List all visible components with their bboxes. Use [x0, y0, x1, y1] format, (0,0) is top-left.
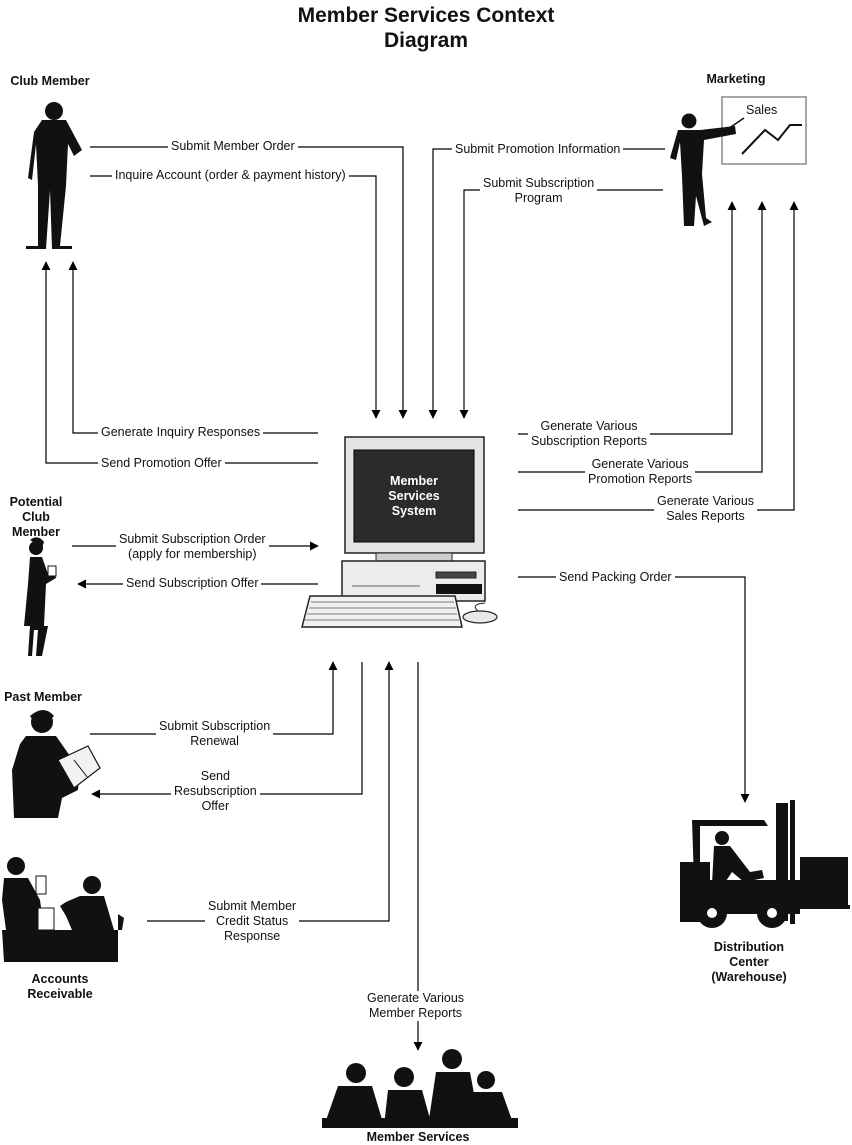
system-label-line-3: System — [391, 504, 437, 518]
flow-label-send-resubscription-offer: Send Resubscription Offer — [171, 769, 260, 814]
flow-label-generate-subscription-reports: Generate Various Subscription Reports — [528, 419, 651, 449]
flow-label-generate-subscription-reports-line-1: Generate Various — [540, 419, 638, 433]
diagram-title-line-1: Member Services Context — [297, 4, 555, 27]
flow-label-send-packing-order: Send Packing Order — [556, 570, 675, 585]
flow-label-submit-subscription-order-line-2: (apply for membership) — [128, 547, 257, 561]
flow-line-promotion-offer — [41, 261, 318, 464]
flow-label-generate-member-reports-line-2: Member Reports — [368, 1006, 463, 1020]
potential-club-member-label-line-2: Member — [12, 525, 60, 539]
flow-label-submit-subscription-renewal: Submit Subscription Renewal — [156, 719, 274, 749]
flow-line-packing-order — [518, 576, 750, 803]
distribution-center-label-line-2: Center — [729, 955, 769, 969]
flow-label-generate-inquiry-responses: Generate Inquiry Responses — [98, 425, 264, 440]
distribution-center-label-line-1: Distribution — [713, 940, 785, 954]
flow-label-submit-credit-status-line-2: Credit Status — [215, 914, 289, 928]
flow-line-subscription-reports — [518, 201, 737, 435]
potential-club-member-label: Potential Club Member — [0, 495, 72, 540]
flow-label-submit-credit-status-line-3: Response — [223, 929, 281, 943]
marketing-label: Marketing — [706, 72, 766, 86]
flow-label-generate-sales-reports-line-2: Sales Reports — [666, 509, 745, 523]
past-member-label: Past Member — [4, 690, 82, 704]
flow-label-inquire-account: Inquire Account (order & payment history… — [112, 168, 349, 183]
flow-label-submit-member-order: Submit Member Order — [168, 139, 298, 154]
flow-label-send-resubscription-offer-line-3: Offer — [201, 799, 230, 813]
flow-label-generate-subscription-reports-line-2: Subscription Reports — [531, 434, 648, 448]
flow-label-submit-subscription-program: Submit Subscription Program — [480, 176, 598, 206]
system-label-line-2: Services — [388, 489, 440, 503]
flow-label-generate-member-reports-line-1: Generate Various — [367, 991, 465, 1005]
sales-board-label: Sales — [746, 103, 778, 117]
distribution-center-label: Distribution Center (Warehouse) — [696, 940, 802, 985]
flow-label-generate-sales-reports: Generate Various Sales Reports — [654, 494, 758, 524]
accounts-receivable-label: Accounts Receivable — [14, 972, 106, 1002]
flow-line-inquire-account — [90, 175, 381, 419]
flow-label-generate-promotion-reports-line-1: Generate Various — [591, 457, 689, 471]
flow-label-submit-subscription-renewal-line-2: Renewal — [190, 734, 239, 748]
flow-label-submit-promotion-information: Submit Promotion Information — [452, 142, 624, 157]
system-label: Member Services System — [355, 474, 473, 519]
flow-label-send-promotion-offer: Send Promotion Offer — [98, 456, 225, 471]
flow-label-submit-subscription-program-line-2: Program — [514, 191, 563, 205]
flow-label-submit-subscription-order-line-1: Submit Subscription Order — [119, 532, 266, 546]
system-label-line-1: Member — [390, 474, 438, 488]
diagram-title-line-2: Diagram — [383, 29, 469, 52]
accounts-receivable-label-line-2: Receivable — [27, 987, 93, 1001]
flow-label-generate-sales-reports-line-1: Generate Various — [657, 494, 755, 508]
flow-label-submit-subscription-renewal-line-1: Submit Subscription — [159, 719, 271, 733]
flow-label-send-subscription-offer: Send Subscription Offer — [123, 576, 262, 591]
flow-label-submit-credit-status-line-1: Submit Member — [208, 899, 297, 913]
flow-label-send-resubscription-offer-line-1: Send — [200, 769, 230, 783]
distribution-center-label-line-3: (Warehouse) — [711, 970, 787, 984]
accounts-receivable-label-line-1: Accounts — [31, 972, 89, 986]
club-member-label: Club Member — [10, 74, 90, 88]
flow-line-sales-reports — [518, 201, 799, 511]
flow-line-submit-subscription-program — [459, 189, 663, 419]
flow-label-submit-credit-status: Submit Member Credit Status Response — [205, 899, 300, 944]
flow-label-generate-promotion-reports: Generate Various Promotion Reports — [585, 457, 696, 487]
flow-label-submit-subscription-program-line-1: Submit Subscription — [483, 176, 595, 190]
flow-label-send-resubscription-offer-line-2: Resubscription — [174, 784, 257, 798]
flow-label-submit-subscription-order: Submit Subscription Order (apply for mem… — [116, 532, 269, 562]
member-services-label: Member Services — [366, 1130, 470, 1144]
potential-club-member-label-line-1: Potential Club — [9, 495, 63, 524]
flow-line-inquiry-responses — [68, 261, 318, 434]
flow-label-generate-member-reports: Generate Various Member Reports — [364, 991, 468, 1021]
flow-label-submit-promotion-information-text: Submit Promotion Information — [455, 142, 621, 156]
flow-line-submit-member-order — [90, 146, 408, 419]
flow-label-generate-promotion-reports-line-2: Promotion Reports — [588, 472, 693, 486]
